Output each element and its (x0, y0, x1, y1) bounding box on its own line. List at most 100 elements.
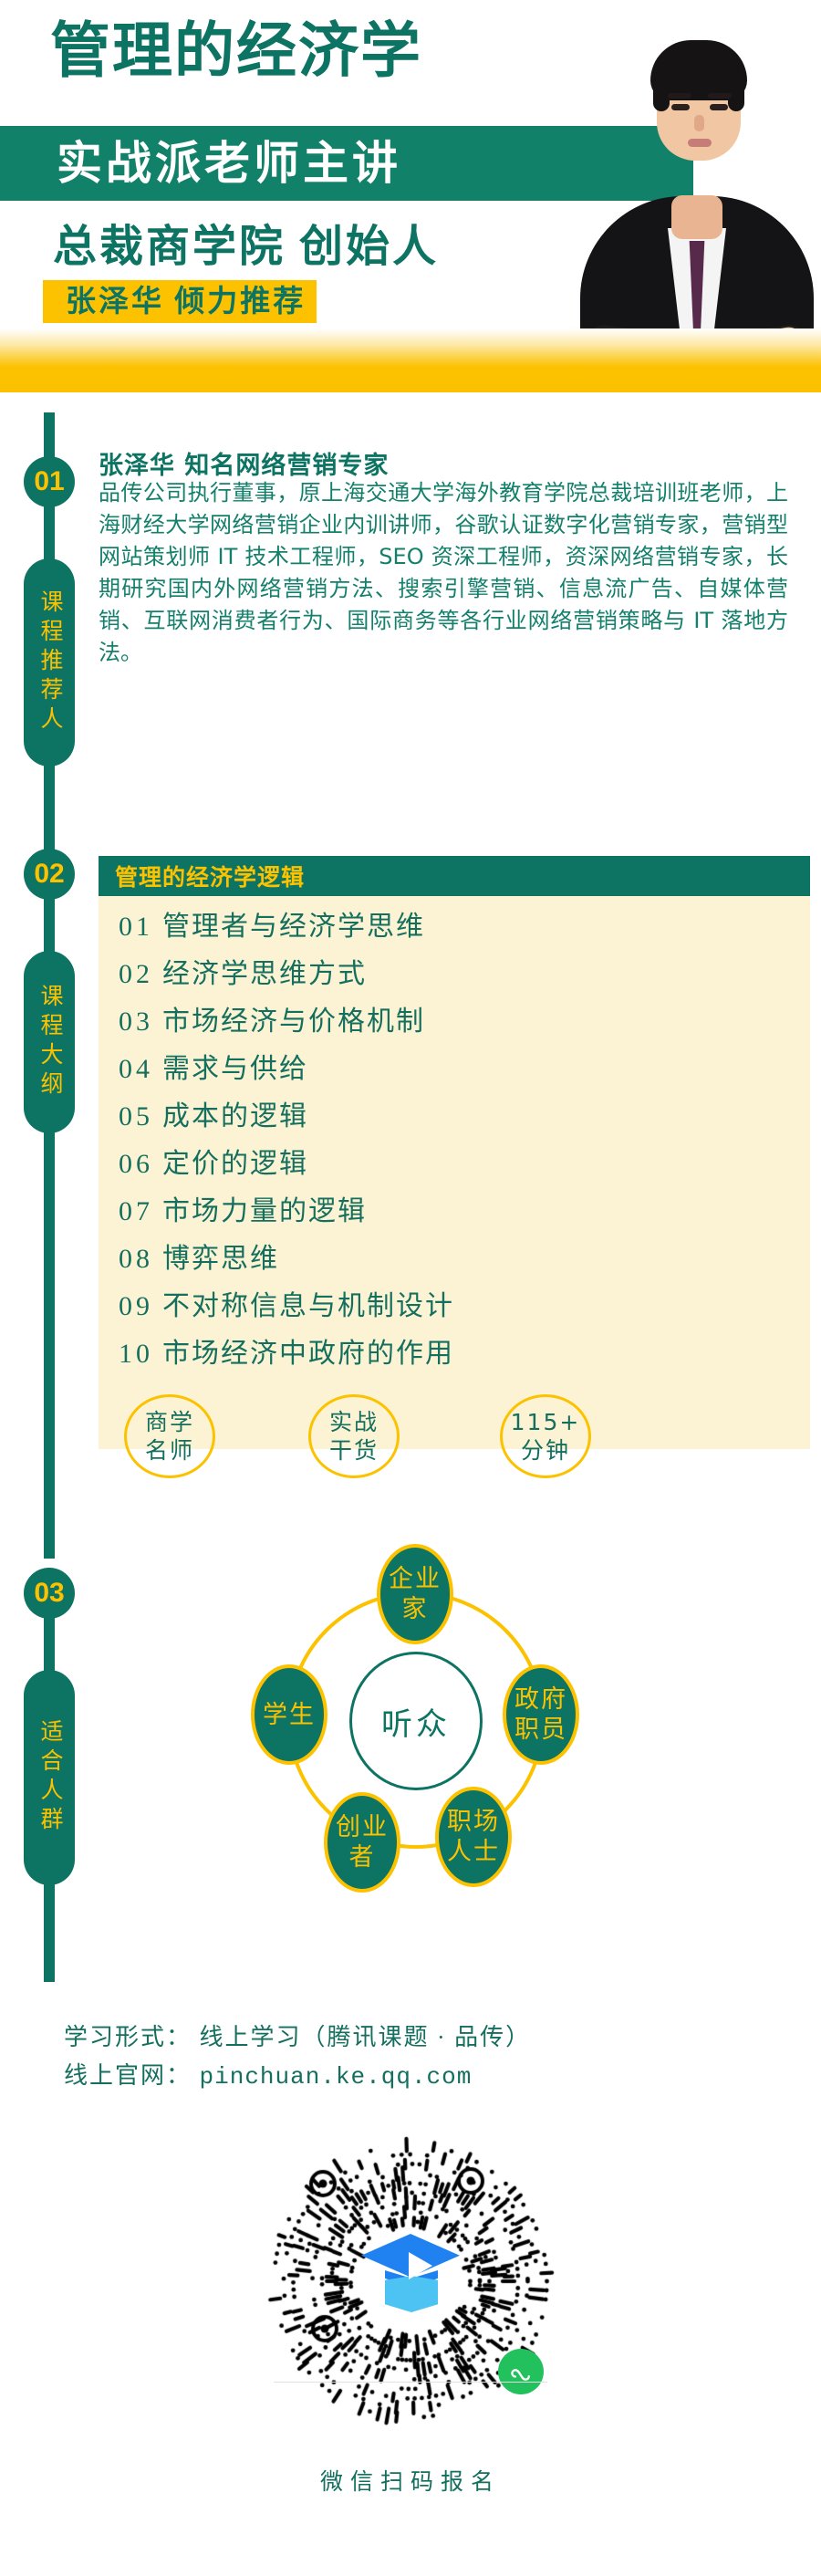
rail-01-top (44, 412, 55, 467)
highlight-badge-line1: 商学 (144, 1409, 194, 1435)
hero-recommend-bg (43, 280, 317, 323)
sidebar-item-target-audience: 适合人群 (24, 1670, 75, 1885)
outline-item-number: 05 (119, 1101, 153, 1132)
portrait-eye-right (710, 104, 728, 110)
audience-node-line1: 政府 (514, 1685, 567, 1714)
outline-item: 04 需求与供给 (119, 1046, 794, 1093)
official-site-label: 线上官网： (64, 2062, 192, 2089)
audience-center-label: 听众 (349, 1652, 483, 1790)
portrait-brow-left (668, 93, 691, 99)
hero-gradient-fade (0, 329, 821, 392)
rail-02-bottom (44, 1130, 55, 1559)
audience-node-line2: 家 (401, 1595, 429, 1623)
outline-item-number: 04 (119, 1054, 153, 1084)
portrait-sideburn-right (728, 69, 744, 111)
portrait-nose (694, 115, 704, 131)
portrait-sideburn-left (653, 69, 670, 111)
outline-item: 10 市场经济中政府的作用 (119, 1330, 794, 1378)
highlight-badge: 115+分钟 (500, 1394, 591, 1478)
hero-recommend-text: 张泽华 倾力推荐 (66, 286, 307, 318)
highlight-badge: 实战干货 (308, 1394, 400, 1478)
outline-item: 02 经济学思维方式 (119, 951, 794, 998)
outline-item-label: 需求与供给 (162, 1054, 308, 1084)
highlight-badge-line2: 干货 (328, 1437, 379, 1464)
outline-item-label: 经济学思维方式 (162, 959, 367, 989)
outline-item: 09 不对称信息与机制设计 (119, 1283, 794, 1330)
qr-caption: 微信扫码报名 (319, 2470, 501, 2495)
instructor-bio: 品传公司执行董事，原上海交通大学海外教育学院总裁培训班老师，上海财经大学网络营销… (99, 480, 788, 665)
outline-item-label: 市场力量的逻辑 (162, 1196, 367, 1226)
outline-item-number: 10 (119, 1339, 153, 1369)
outline-item: 06 定价的逻辑 (119, 1141, 794, 1188)
outline-item-number: 06 (119, 1149, 153, 1179)
outline-item-label: 市场经济与价格机制 (162, 1006, 425, 1037)
portrait-neck (671, 195, 722, 239)
instructor-name: 张泽华 知名网络营销专家 (99, 452, 390, 480)
outline-item: 03 市场经济与价格机制 (119, 998, 794, 1046)
rail-03-bottom (44, 1882, 55, 1982)
section-badge-02: 02 (24, 849, 75, 900)
audience-node-government-staff: 政府 职员 (503, 1664, 579, 1765)
audience-node-line2: 人士 (447, 1838, 500, 1866)
audience-node-professional: 职场 人士 (435, 1787, 512, 1887)
wechat-qr-code[interactable] (263, 2133, 558, 2429)
portrait-mouth (688, 139, 712, 147)
highlight-badge: 商学名师 (124, 1394, 215, 1478)
highlight-badge-line1: 115+ (510, 1409, 581, 1435)
hero-band-text: 实战派老师主讲 (57, 138, 401, 189)
outline-item-label: 博弈思维 (162, 1244, 279, 1274)
hero-section: 管理的经济学 实战派老师主讲 总裁商学院 创始人 张泽华 倾力推荐 (0, 0, 821, 392)
audience-node-line2: 职员 (514, 1716, 567, 1744)
portrait-tie (689, 241, 705, 339)
hero-green-band (0, 126, 693, 201)
outline-item-number: 08 (119, 1244, 153, 1274)
rail-01-bottom (44, 763, 55, 858)
page-title: 管理的经济学 (50, 16, 422, 86)
outline-item-number: 09 (119, 1291, 153, 1321)
outline-item: 07 市场力量的逻辑 (119, 1188, 794, 1236)
official-site-line: 线上官网： pinchuan.ke.qq.com (64, 2057, 775, 2096)
outline-item-number: 03 (119, 1006, 153, 1037)
tencent-classroom-logo-icon (361, 2234, 460, 2321)
hero-subtitle: 总裁商学院 创始人 (53, 223, 440, 271)
highlight-badge-line2: 分钟 (520, 1437, 570, 1464)
course-highlight-badges: 商学名师 实战干货 115+分钟 (99, 1394, 810, 1486)
rail-01-mid (44, 504, 55, 564)
study-format-text: 学习形式： 线上学习（腾讯课题 · 品传） (64, 2024, 532, 2050)
outline-item-label: 成本的逻辑 (162, 1101, 308, 1132)
audience-node-line1: 学生 (263, 1700, 316, 1729)
play-triangle-icon (409, 2252, 432, 2279)
section-badge-03: 03 (24, 1568, 75, 1619)
highlight-badge-line1: 实战 (328, 1409, 379, 1435)
wechat-miniprogram-icon (498, 2349, 544, 2394)
rail-03-mid (44, 1615, 55, 1675)
audience-wheel-diagram: 听众 企业 家 学生 政府 职员 创业 者 职场 人士 (233, 1544, 598, 1916)
section-badge-01: 01 (24, 456, 75, 507)
audience-node-line2: 者 (348, 1843, 376, 1872)
outline-item: 08 博弈思维 (119, 1236, 794, 1283)
course-outline-title: 管理的经济学逻辑 (99, 856, 810, 896)
qr-divider (274, 2382, 547, 2383)
outline-item: 05 成本的逻辑 (119, 1093, 794, 1141)
official-site-url[interactable]: pinchuan.ke.qq.com (199, 2063, 473, 2091)
sidebar-item-course-recommender: 课程推荐人 (24, 558, 75, 767)
outline-item-label: 不对称信息与机制设计 (162, 1291, 454, 1321)
audience-node-line1: 企业 (389, 1565, 442, 1593)
outline-item-label: 定价的逻辑 (162, 1149, 308, 1179)
audience-node-line1: 职场 (447, 1808, 500, 1836)
portrait-eye-left (671, 104, 690, 110)
audience-node-startup-founder: 创业 者 (324, 1792, 400, 1893)
sidebar-item-course-outline: 课程大纲 (24, 951, 75, 1133)
outline-item-number: 07 (119, 1196, 153, 1226)
graduation-cap-base (385, 2276, 438, 2312)
course-info-block: 学习形式： 线上学习（腾讯课题 · 品传） 线上官网： pinchuan.ke.… (64, 2018, 775, 2096)
outline-item-number: 02 (119, 959, 153, 989)
audience-node-entrepreneur-corporate: 企业 家 (377, 1544, 453, 1644)
outline-item-label: 市场经济中政府的作用 (162, 1339, 454, 1369)
audience-node-student: 学生 (251, 1664, 327, 1765)
rail-02-mid (44, 896, 55, 956)
